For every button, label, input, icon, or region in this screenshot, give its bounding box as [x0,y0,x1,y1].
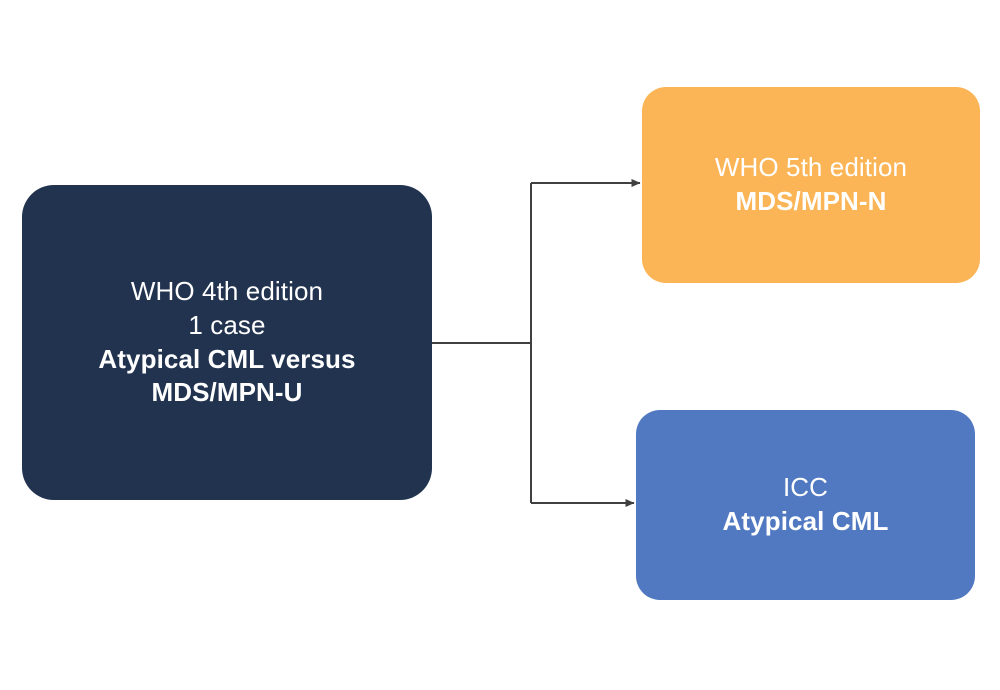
node-who-4th-edition[interactable]: WHO 4th edition 1 case Atypical CML vers… [22,185,432,500]
node-icc-line-2: Atypical CML [722,506,889,536]
node-who4-line-2: 1 case [188,309,266,340]
node-icc[interactable]: ICC Atypical CML [636,410,975,600]
node-who4-line-4: MDS/MPN-U [151,377,303,408]
node-who5-line-1: WHO 5th edition [714,152,908,183]
node-icc-line-1: ICC [782,472,829,503]
node-who-5th-edition[interactable]: WHO 5th edition MDS/MPN-N [642,87,980,283]
node-who4-line-3: Atypical CML versus [98,343,356,374]
node-who5-line-2: MDS/MPN-N [735,186,887,216]
node-who4-line-1: WHO 4th edition [130,275,324,306]
